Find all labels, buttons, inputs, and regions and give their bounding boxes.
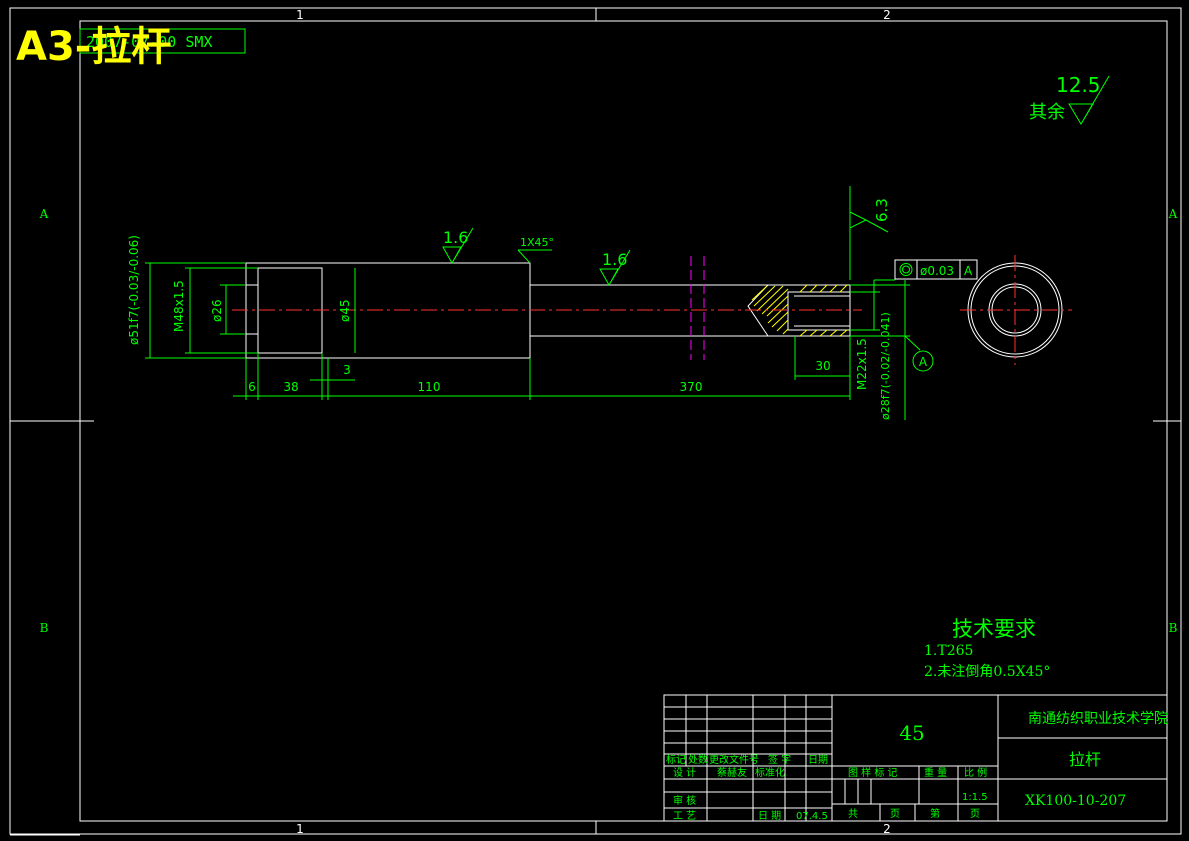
roughness-face2: 1.6 (602, 250, 627, 269)
tb-header-count: 处数 (688, 753, 708, 766)
dia26-dim: ø26 (210, 299, 224, 322)
len30-dim: 30 (815, 359, 830, 373)
stamp-text: 2007-07-00 SMX (86, 33, 212, 51)
zone-row-a-right: A (1168, 207, 1178, 221)
roughness-general-label: 其余 (1029, 102, 1065, 123)
tb-stage: 图 样 标 记 (848, 766, 898, 779)
concentricity-icon (899, 263, 913, 276)
title-block-labels: 标记 处数 更改文件号 签 字 日期 设 计 蔡赫友 标准化 审 核 工 艺 日… (666, 753, 988, 822)
tb-review: 审 核 (673, 794, 696, 807)
tb-material: 45 (899, 721, 924, 745)
m22-dim: M22x1.5 (855, 338, 869, 390)
zone-row-a-left: A (39, 207, 49, 221)
stamp-box (79, 28, 246, 54)
dia28-dim: ø28f7(-0.02/-0.041) (879, 312, 892, 420)
dia45-dim: ø45 (338, 299, 352, 322)
outer-frame (9, 7, 1182, 835)
tech-req-line-1: 1.T265 (924, 643, 973, 659)
fcf-tolerance: ø0.03 (920, 264, 954, 278)
datum-bubble-icon (912, 350, 934, 372)
tb-header-change-doc: 更改文件号 (709, 753, 759, 766)
tb-pages-1: 页 (890, 808, 900, 820)
roughness-face1-icon (442, 227, 474, 265)
zone-row-b-left: B (40, 621, 49, 635)
zone-col-1-top: 1 (296, 8, 304, 22)
part-front-view (245, 262, 851, 359)
tb-scale: 比 例 (964, 766, 987, 779)
tb-header-date: 日期 (808, 754, 828, 766)
datum-bubble-label: A (919, 355, 928, 369)
title-block (663, 694, 1168, 822)
roughness-symbol-icon (1068, 75, 1110, 125)
roughness-general-value: 12.5 (1056, 73, 1101, 97)
roughness-end: 6.3 (873, 198, 891, 222)
roughness-face1: 1.6 (443, 228, 468, 247)
tb-total: 共 (848, 808, 858, 820)
bottom-dimension-lines (233, 336, 851, 400)
tb-weight: 重 量 (924, 766, 947, 779)
tb-header-sign: 签 字 (768, 753, 791, 766)
len370-dim: 370 (680, 380, 703, 394)
len110-dim: 110 (418, 380, 441, 394)
tb-part-name: 拉杆 (1069, 750, 1101, 769)
chamfer-dim: 1X45° (520, 236, 554, 249)
len38-dim: 38 (283, 380, 298, 394)
tb-designer: 蔡赫友 (717, 766, 747, 779)
tb-school: 南通纺织职业技术学院 (1028, 711, 1168, 727)
zone-col-2-top: 2 (883, 8, 891, 22)
tb-header-mark: 标记 (666, 754, 686, 766)
fcf-datum: A (964, 264, 973, 278)
zone-col-1-bottom: 1 (296, 822, 304, 836)
tb-process: 工 艺 (673, 810, 696, 822)
tech-req-title: 技术要求 (952, 617, 1036, 641)
left-dimension-lines (145, 262, 356, 359)
tb-sheet: 第 (930, 807, 940, 820)
zone-col-2-bottom: 2 (883, 822, 891, 836)
len6-dim: 6 (248, 380, 256, 394)
tech-req-line-2: 2.未注倒角0.5X45° (924, 664, 1050, 680)
tb-drawing-no: XK100-10-207 (1025, 793, 1126, 809)
inner-frame (79, 20, 1168, 822)
sheet-size-label: A3-拉杆 (16, 24, 171, 70)
tb-date-value: 07.4.5 (796, 811, 828, 822)
tb-date-label: 日 期 (758, 810, 781, 822)
tb-standard: 标准化 (755, 766, 785, 779)
roughness-face2-icon (599, 249, 631, 287)
dia51-dim: ø51f7(-0.03/-0.06) (127, 235, 141, 345)
len3-dim: 3 (343, 363, 351, 377)
tb-scale-value: 1:1.5 (962, 792, 988, 803)
tb-design: 设 计 (673, 766, 696, 779)
tb-pages-2: 页 (970, 808, 980, 820)
m48-dim: M48x1.5 (172, 280, 186, 332)
zone-row-b-right: B (1169, 621, 1178, 635)
fcf-box (894, 259, 978, 280)
